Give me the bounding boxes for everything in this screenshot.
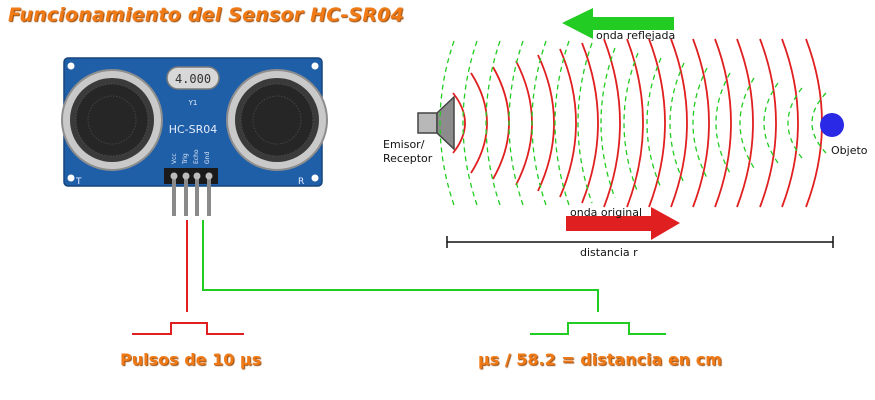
reflected-wave-arc xyxy=(508,40,524,206)
crystal-oscillator xyxy=(166,66,220,90)
original-wave-arc xyxy=(736,38,754,208)
original-wave-arrow xyxy=(566,207,680,240)
original-wave-arc xyxy=(714,38,732,208)
reflected-wave-arc xyxy=(485,40,501,206)
reflected-wave-arc xyxy=(715,72,731,174)
reflected-wave-arc xyxy=(739,77,755,169)
reflected-wave-arc xyxy=(692,67,708,179)
transducer-left xyxy=(61,69,163,171)
corner-label-r: R xyxy=(298,177,304,187)
reflected-wave-arc xyxy=(646,57,662,189)
original-wave-arc xyxy=(759,38,777,208)
original-wave-label: onda original xyxy=(570,206,643,219)
original-wave-arc xyxy=(692,38,710,208)
emitter-label-line2: Receptor xyxy=(383,152,433,165)
reflected-wave-arc xyxy=(439,40,455,206)
pin-label-trig: Trig xyxy=(182,153,189,165)
wave-fronts xyxy=(439,38,827,208)
crystal-ref: Y1 xyxy=(188,99,198,107)
corner-label-t: T xyxy=(75,177,82,187)
trigger-signal xyxy=(132,220,244,335)
original-wave-arc xyxy=(648,38,666,208)
transducer-right xyxy=(226,69,328,171)
original-wave-arc xyxy=(670,38,688,208)
reflected-wave-arc xyxy=(462,40,478,206)
crystal-label: 4.000 xyxy=(175,72,211,86)
page-title: Funcionamiento del Sensor HC-SR04 xyxy=(8,4,405,26)
reflected-wave-arc xyxy=(577,42,593,204)
original-wave-arc xyxy=(781,38,799,208)
original-wave-arc xyxy=(492,66,510,180)
object-target xyxy=(820,113,844,137)
model-label: HC-SR04 xyxy=(169,123,218,136)
echo-caption: µs / 58.2 = distancia en cm xyxy=(478,350,722,369)
speaker-icon xyxy=(417,95,455,151)
reflected-wave-label: onda reflejada xyxy=(596,29,676,42)
original-wave-arc xyxy=(470,72,488,174)
reflected-wave-arc xyxy=(600,47,616,199)
original-wave-arc xyxy=(581,42,599,204)
emitter-label-line1: Emisor/ xyxy=(383,138,425,151)
original-wave-arc xyxy=(515,60,533,186)
echo-signal xyxy=(202,220,666,335)
pin-label-vcc: Vcc xyxy=(171,153,178,164)
original-wave-arc xyxy=(559,48,577,198)
reflected-wave-arc xyxy=(554,40,570,206)
pin-header xyxy=(164,168,218,184)
trigger-caption: Pulsos de 10 µs xyxy=(120,350,262,369)
pin-label-echo: Echo xyxy=(193,149,200,164)
original-wave-arc xyxy=(805,38,823,208)
mount-hole xyxy=(311,174,319,182)
original-wave-arc xyxy=(603,38,621,208)
mount-hole xyxy=(311,62,319,70)
pin-label-gnd: Gnd xyxy=(204,152,211,164)
original-wave-arc xyxy=(537,54,555,192)
distance-label: distancia r xyxy=(580,246,638,259)
mount-hole xyxy=(67,174,75,182)
pins xyxy=(170,172,213,216)
mount-hole xyxy=(67,62,75,70)
distance-dimension xyxy=(446,236,834,248)
reflected-wave-arrow xyxy=(562,8,674,39)
reflected-wave-arc xyxy=(787,87,803,159)
reflected-wave-arc xyxy=(669,62,685,184)
reflected-wave-arc xyxy=(763,82,779,164)
reflected-wave-arc xyxy=(531,40,547,206)
hc-sr04-module: 4.000 Y1 HC-SR04 T R Vcc Trig Echo Gnd xyxy=(61,57,328,216)
object-label: Objeto xyxy=(831,144,868,157)
original-wave-arc xyxy=(452,92,466,154)
original-wave-arc xyxy=(626,38,644,208)
reflected-wave-arc xyxy=(623,52,639,194)
